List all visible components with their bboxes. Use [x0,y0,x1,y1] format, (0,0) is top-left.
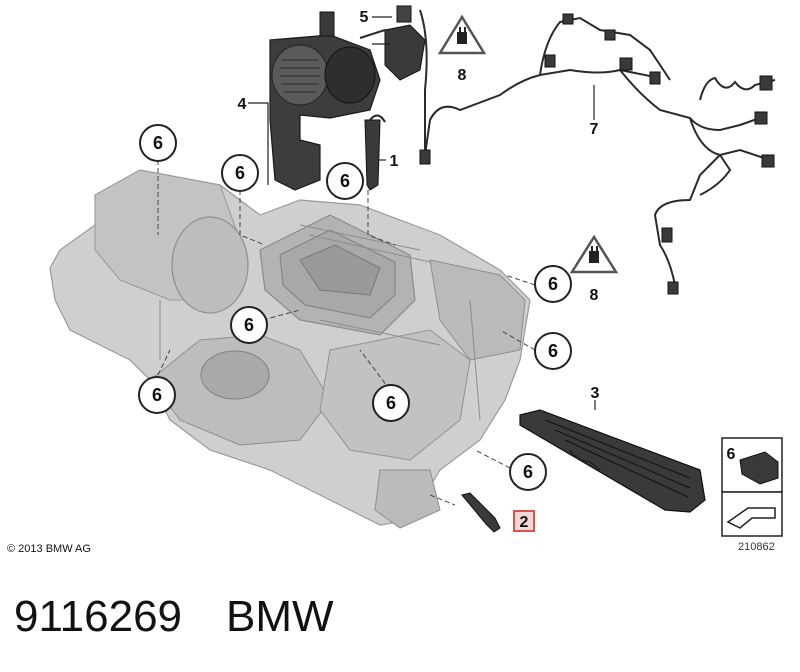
warning-triangle-icon [569,234,619,274]
hvac-housing [49,169,531,529]
callout-6: 6 [221,154,259,192]
wiring-connectors [419,13,775,295]
part-number: 9116269 [14,592,183,641]
callout-3: 3 [591,385,600,402]
svg-text:6: 6 [235,163,245,183]
svg-text:6: 6 [523,462,533,482]
svg-text:6: 6 [727,446,736,463]
copyright-text: © 2013 BMW AG [7,543,91,555]
blower-regulator [384,5,426,81]
callout-6: 6 [534,265,572,303]
solid-leaders [248,16,596,410]
dashed-leaders [157,160,536,506]
svg-text:6: 6 [340,171,350,191]
wiring-harness [359,9,776,286]
callout-6: 6 [534,332,572,370]
svg-text:6: 6 [548,274,558,294]
callout-6: 6 [139,124,177,162]
filter-housing [519,409,706,513]
callout-7: 7 [590,121,599,138]
inset-part-6: 6 [721,437,783,537]
svg-text:2: 2 [520,514,529,531]
small-sensor [461,492,501,533]
drawing-number: 210862 [738,541,775,553]
callout-6: 6 [372,384,410,422]
svg-text:6: 6 [244,315,254,335]
svg-text:6: 6 [386,393,396,413]
plug-icon [589,246,599,263]
callout-6: 6 [509,453,547,491]
arrow-icon [726,507,776,529]
brand-name: BMW [226,592,334,641]
parts-diagram: 6 6 6 6 6 6 6 6 6 4 5 1 8 7 8 3 2 6 [49,5,783,537]
temperature-sensor [364,114,386,191]
footer: 9116269 BMW [14,592,378,642]
callout-2-highlighted: 2 [513,510,535,532]
warning-triangle-icon [437,14,487,55]
callout-8: 8 [590,287,599,304]
svg-text:6: 6 [548,341,558,361]
blower-motor [269,11,381,191]
callout-1: 1 [390,153,399,170]
callout-4: 4 [238,96,247,113]
callout-6: 6 [138,376,176,414]
callout-6: 6 [326,162,364,200]
callout-8: 8 [458,67,467,84]
svg-text:6: 6 [153,133,163,153]
callout-5: 5 [360,9,369,26]
callout-6: 6 [230,306,268,344]
svg-text:6: 6 [152,385,162,405]
plug-icon [457,27,467,44]
